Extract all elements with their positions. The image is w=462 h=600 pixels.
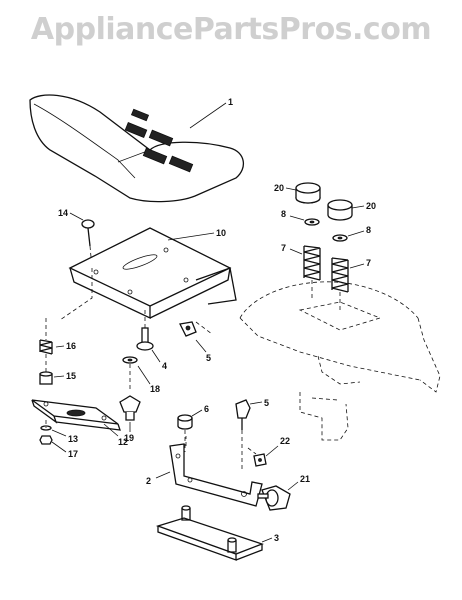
watermark: AppliancePartsPros.com	[30, 12, 432, 47]
washer-left	[304, 218, 320, 226]
pivot-bolt	[136, 310, 154, 351]
stopper-right	[327, 199, 353, 221]
callout-seat-pan: 10	[216, 228, 226, 238]
seat-pan	[68, 227, 237, 320]
bracket-2	[169, 443, 263, 507]
callout-stopper-right: 20	[366, 201, 376, 211]
callout-bracket-2: 2	[146, 476, 151, 486]
spring-small	[39, 339, 53, 355]
callout-washer-left: 8	[281, 209, 286, 219]
stopper-left	[295, 182, 321, 204]
callout-seat: 1	[228, 97, 233, 107]
knob-21	[257, 485, 291, 511]
callout-spring-left: 7	[281, 243, 286, 253]
knob-5	[235, 399, 251, 470]
callout-nut-18: 18	[150, 384, 160, 394]
bushing-15	[39, 371, 53, 385]
callout-seat-bolt: 14	[58, 208, 68, 218]
callout-spring-right: 7	[366, 258, 371, 268]
seat-bolt	[81, 219, 95, 269]
fender	[239, 280, 441, 441]
washer-13	[40, 420, 52, 431]
nut-17	[39, 435, 53, 445]
plate-3	[155, 505, 264, 561]
bracket-12	[31, 399, 121, 431]
callout-knob-19: 19	[124, 433, 134, 443]
clip-22	[247, 447, 267, 467]
seat	[29, 94, 244, 203]
callout-spring-small: 16	[66, 341, 76, 351]
nut-18	[122, 356, 138, 392]
knob-top	[179, 321, 213, 337]
callout-bracket-12: 12	[118, 437, 128, 447]
callout-washer-right: 8	[366, 225, 371, 235]
callout-knob-5: 5	[264, 398, 269, 408]
callout-washer-13: 13	[68, 434, 78, 444]
spring-left	[303, 245, 321, 281]
bushing-6	[177, 414, 193, 452]
callout-clip-22: 22	[280, 436, 290, 446]
callout-bushing: 15	[66, 371, 76, 381]
callout-knob-21: 21	[300, 474, 310, 484]
spring-right	[331, 257, 349, 293]
callout-knob-top: 5	[206, 353, 211, 363]
callout-pivot-bolt: 4	[162, 361, 167, 371]
callout-plate-3: 3	[274, 533, 279, 543]
washer-right	[332, 234, 348, 242]
callout-nut-17: 17	[68, 449, 78, 459]
callout-bushing-6: 6	[204, 404, 209, 414]
knob-19	[119, 395, 141, 421]
callout-stopper-left: 20	[274, 183, 284, 193]
